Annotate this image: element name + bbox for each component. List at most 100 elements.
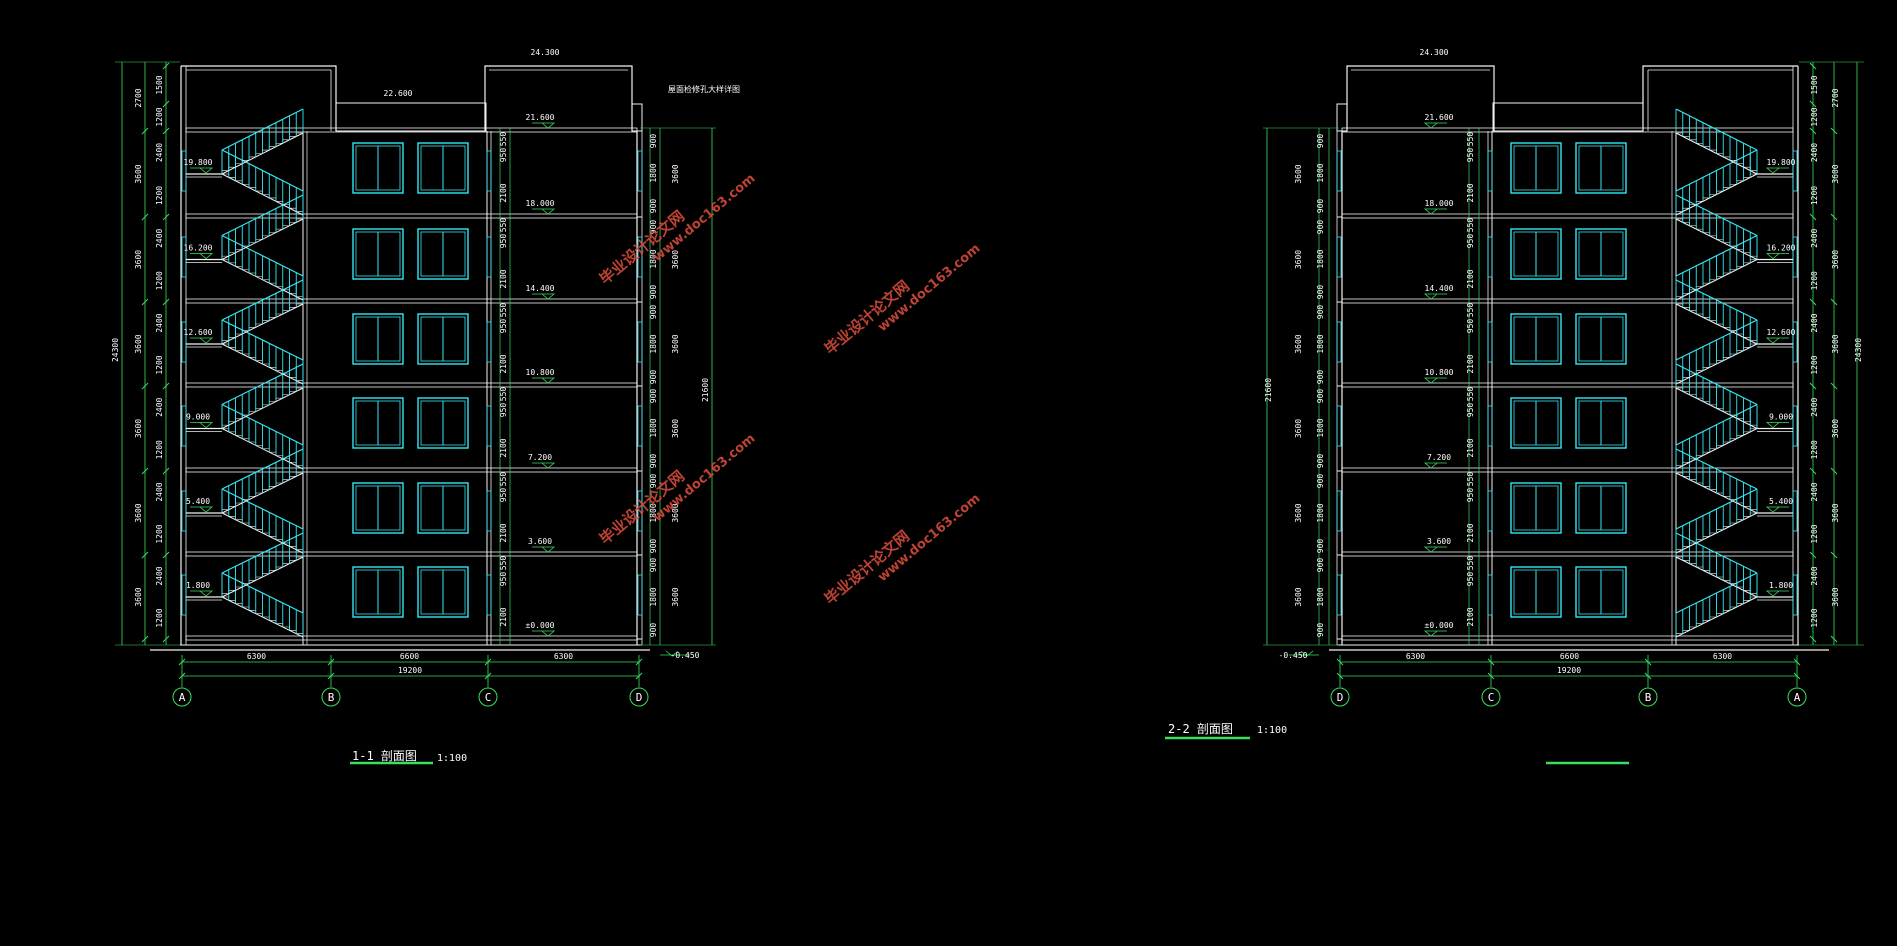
- level-label: 3.600: [528, 537, 552, 546]
- wall-window: [1336, 150, 1342, 192]
- height-inner-dimension: 21600: [701, 378, 710, 402]
- window-dimension: 950: [1466, 148, 1475, 163]
- level-label: 18.000: [526, 199, 555, 208]
- ground-level-label: -0.450: [1279, 651, 1308, 660]
- dim-tick: [1809, 551, 1817, 559]
- window-dimension: 550: [1466, 218, 1475, 233]
- dim-tick: [141, 635, 149, 643]
- height-total-dimension: 24300: [1854, 338, 1863, 362]
- wall-window: [1487, 236, 1493, 278]
- right-dimension: 900: [649, 389, 658, 404]
- window: [417, 313, 469, 365]
- wall-window: [486, 574, 492, 616]
- floor-slab: [185, 635, 638, 641]
- axis-bubble: [629, 687, 649, 707]
- window: [352, 482, 404, 534]
- bay-dimension: 6300: [554, 652, 573, 661]
- window-dimension: 2100: [1466, 183, 1475, 202]
- height-inner-dimension: 21600: [1264, 378, 1273, 402]
- floor-slab: [1341, 635, 1794, 641]
- wall-window: [181, 490, 187, 532]
- dim-tick: [162, 127, 170, 135]
- right-dimension: 900: [649, 539, 658, 554]
- window-dimension: 2100: [1466, 269, 1475, 288]
- axis-bubble: [172, 687, 192, 707]
- level-marker: [1423, 462, 1447, 469]
- stair-level-marker: [1765, 590, 1789, 597]
- window-dimension: 2100: [499, 269, 508, 288]
- bay-dimension: 6600: [400, 652, 419, 661]
- window-dimension: 950: [1466, 403, 1475, 418]
- right-dimension: 900: [649, 558, 658, 573]
- wall-window: [637, 405, 643, 447]
- wall-window: [181, 574, 187, 616]
- level-marker: [532, 208, 556, 215]
- right-dimension: 900: [649, 285, 658, 300]
- right-dimension: 900: [1316, 220, 1325, 235]
- floor-height-dimension: 3600: [1294, 419, 1303, 438]
- height-total-dimension: 24300: [111, 338, 120, 362]
- stair-dimension: 2400: [155, 143, 164, 162]
- floor-height-dimension: 3600: [1294, 334, 1303, 353]
- floor-slab: [1341, 467, 1794, 473]
- roof-parapet: [335, 102, 487, 132]
- stair-dimension: 2400: [155, 228, 164, 247]
- stair-dimension: 2400: [1810, 143, 1819, 162]
- stair-level-label: 9.000: [186, 413, 210, 422]
- right-dimension: 900: [1316, 558, 1325, 573]
- axis-bubble: [1481, 687, 1501, 707]
- ground-level-marker: [1300, 650, 1314, 657]
- floor-height-dimension: 3600: [1831, 164, 1840, 183]
- bay-dimension: 6300: [1713, 652, 1732, 661]
- floor-height-dimension: 3600: [134, 419, 143, 438]
- right-dimension: 900: [1316, 539, 1325, 554]
- wall-window: [1792, 321, 1798, 363]
- wall-window: [637, 236, 643, 278]
- stair-dimension: 1200: [1810, 186, 1819, 205]
- level-label: 14.400: [526, 284, 555, 293]
- dim-tick: [1644, 672, 1652, 680]
- level-marker: [1423, 377, 1447, 384]
- window: [352, 228, 404, 280]
- top-dimension: 1200: [155, 107, 164, 126]
- dim-tick: [1793, 658, 1801, 666]
- level-label: 10.800: [1425, 368, 1454, 377]
- stair-dimension: 2400: [1810, 313, 1819, 332]
- window-dimension: 2100: [499, 523, 508, 542]
- axis-label-a: A: [1794, 691, 1801, 704]
- floor-height-dimension: 3600: [1831, 419, 1840, 438]
- dim-tick: [1830, 298, 1838, 306]
- dim-tick: [162, 62, 170, 70]
- floor-height-dimension: 3600: [134, 334, 143, 353]
- level-marker: [1423, 630, 1447, 637]
- floor-height-dimension: 3600: [1831, 587, 1840, 606]
- wall-window: [637, 574, 643, 616]
- stair-level-label: 5.400: [186, 497, 210, 506]
- window-dimension: 2100: [1466, 354, 1475, 373]
- right-dimension: 1800: [649, 587, 658, 606]
- top-level-label: 24.300: [531, 48, 560, 57]
- stair-level-marker: [1765, 422, 1789, 429]
- right-dimension: 1800: [1316, 503, 1325, 522]
- floor-height-dimension: 3600: [671, 419, 680, 438]
- right-dimension: 900: [1316, 370, 1325, 385]
- window-dimension: 2100: [1466, 438, 1475, 457]
- window: [1575, 566, 1627, 618]
- floor-height-dimension: 3600: [134, 587, 143, 606]
- right-dimension: 900: [649, 454, 658, 469]
- stair-dimension: 1200: [1810, 355, 1819, 374]
- wall-window: [1336, 574, 1342, 616]
- top-dimension: 1500: [1810, 75, 1819, 94]
- level-label: 18.000: [1425, 199, 1454, 208]
- annotation-layer: ±0.0003.6007.20010.80014.40018.00021.600…: [111, 48, 1863, 764]
- stair-level-marker: [190, 253, 214, 260]
- right-dimension: 900: [1316, 474, 1325, 489]
- dim-tick: [1336, 672, 1344, 680]
- window: [417, 397, 469, 449]
- stair-dimension: 1200: [155, 440, 164, 459]
- window-dimension: 550: [499, 472, 508, 487]
- dim-tick: [1809, 100, 1817, 108]
- wall-window: [486, 321, 492, 363]
- stair-dimension: 2400: [1810, 566, 1819, 585]
